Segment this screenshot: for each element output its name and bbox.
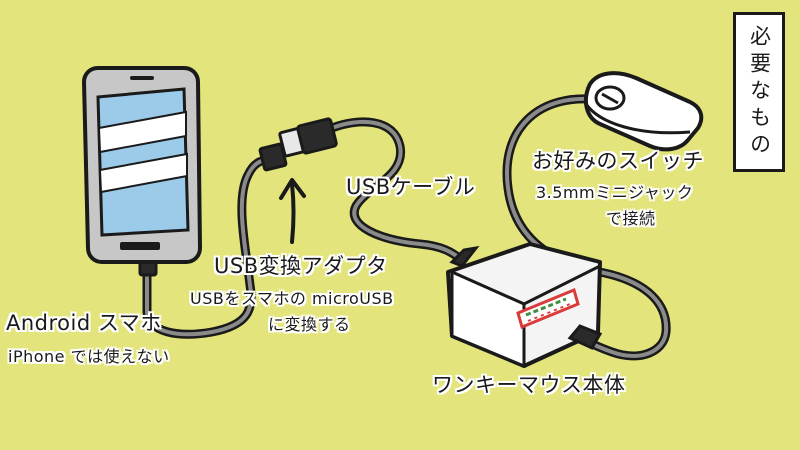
adapter-note-line-1: USBをスマホの microUSB (190, 289, 394, 308)
title-box: 必要なもの (733, 12, 785, 172)
switch-note-line-1: 3.5mmミニジャック (536, 183, 694, 202)
phone-note-label: iPhone では使えない (8, 347, 170, 366)
smartphone (81, 66, 203, 277)
one-key-mouse-device (446, 242, 603, 369)
adapter-title-label: USB変換アダプタ (214, 254, 388, 278)
switch-device (583, 71, 704, 152)
usb-cable-label: USBケーブル (346, 175, 476, 199)
arrow-to-adapter (279, 178, 306, 244)
adapter-note-line-2: に変換する (268, 315, 351, 334)
usb-adapter (258, 117, 338, 172)
switch-note-line-2: で接続 (606, 209, 656, 228)
page-title: 必要なもの (747, 24, 772, 160)
phone-title-label: Android スマホ (6, 311, 162, 335)
device-label: ワンキーマウス本体 (432, 373, 626, 397)
switch-title-label: お好みのスイッチ (532, 149, 704, 173)
